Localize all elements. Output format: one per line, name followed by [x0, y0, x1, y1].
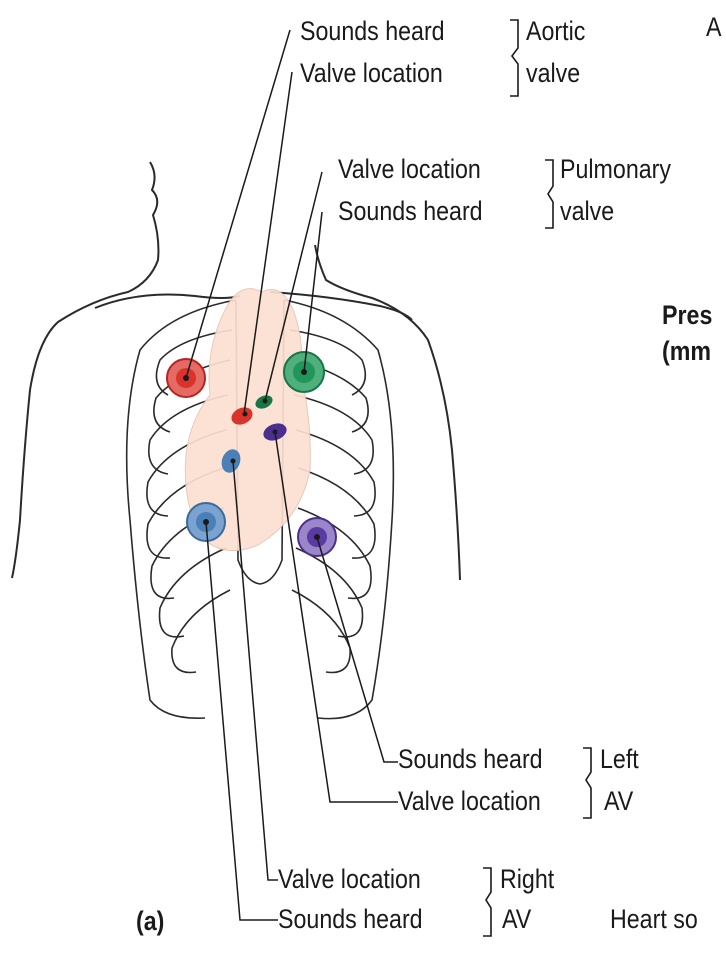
- aortic-valve-location-label: Valve location: [300, 58, 443, 89]
- left-av-sounds-heard-label: Sounds heard: [398, 744, 543, 775]
- pulmonary-name-label: Pulmonary: [560, 154, 671, 185]
- aortic-name-label: Aortic: [526, 16, 585, 47]
- left-av-sound-leader: [317, 537, 398, 762]
- cropped-top-fragment: A: [706, 12, 721, 43]
- pulmonary-valve-location-label: Valve location: [338, 154, 481, 185]
- pulmonary-valve-word-label: valve: [560, 196, 614, 227]
- pressure-axis-fragment-line1: Pres: [662, 300, 712, 331]
- right-av-name-label: Right: [500, 864, 554, 895]
- left-av-av-label: AV: [604, 786, 633, 817]
- heart-sounds-fragment: Heart so: [610, 904, 698, 935]
- pulmonary-sounds-heard-label: Sounds heard: [338, 196, 483, 227]
- aortic-valve-word-label: valve: [526, 58, 580, 89]
- right-av-sounds-heard-label: Sounds heard: [278, 904, 423, 935]
- pressure-axis-fragment-line2: (mm: [662, 336, 711, 367]
- left-av-valve-location-label: Valve location: [398, 786, 541, 817]
- aortic-sounds-heard-label: Sounds heard: [300, 16, 445, 47]
- right-av-valve-location-label: Valve location: [278, 864, 421, 895]
- left-av-name-label: Left: [600, 744, 639, 775]
- panel-label: (a): [136, 906, 164, 937]
- right-av-av-label: AV: [502, 904, 531, 935]
